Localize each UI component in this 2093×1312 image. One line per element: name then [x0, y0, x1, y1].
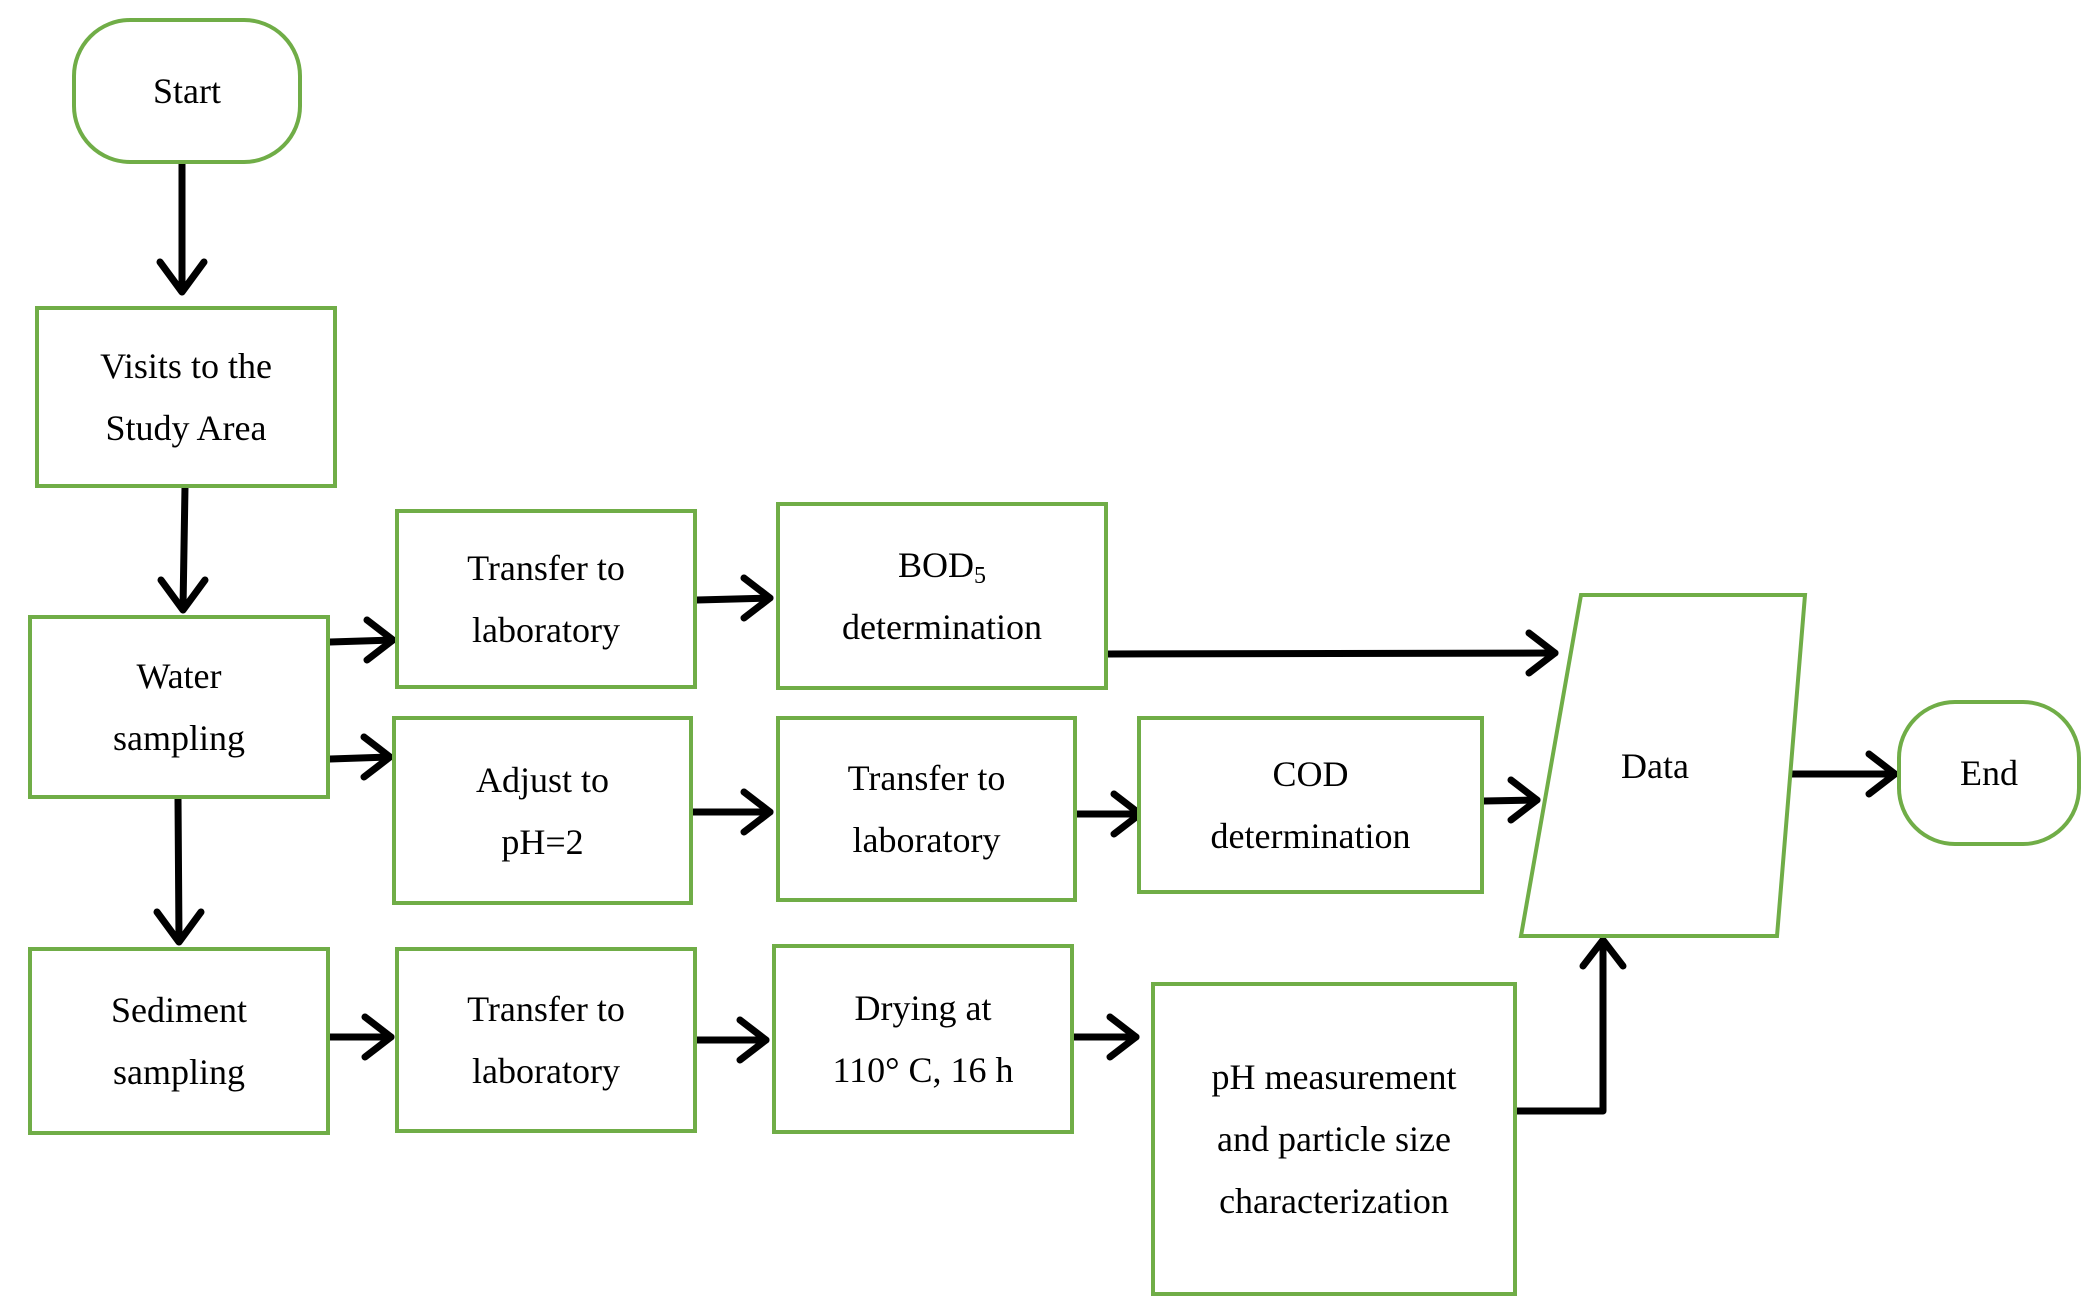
cod-determination-box: COD determination: [1137, 716, 1484, 894]
visits-study-area-box: Visits to the Study Area: [35, 306, 337, 488]
data-label: Data: [1621, 746, 1689, 786]
arrow-water-to-transfer-bod: [326, 636, 397, 646]
arrow-water-to-adjust: [326, 753, 394, 763]
arrowhead: [1525, 629, 1559, 677]
arrowhead: [363, 616, 397, 664]
transfer-cod-line-2: laboratory: [852, 820, 1001, 860]
arrow-visits-to-water: [179, 483, 189, 612]
adjust-line-1: Adjust to: [475, 759, 609, 800]
transfer-lab-bod-box: Transfer to laboratory: [395, 509, 697, 689]
adjust-line-2: pH=2: [501, 821, 584, 862]
cod-line-1: COD: [1272, 754, 1349, 794]
arrow-transfer-to-bod: [693, 594, 774, 604]
arrowhead: [1106, 1013, 1140, 1061]
arrowhead: [1865, 750, 1899, 798]
drying-box: Drying at 110° C, 16 h: [772, 944, 1074, 1134]
transfer-cod-line-1: Transfer to: [847, 758, 1006, 798]
adjust-ph-box: Adjust to pH=2: [392, 716, 693, 905]
end-terminal: End: [1897, 700, 2081, 846]
visits-line-2: Study Area: [105, 408, 267, 448]
arrowhead: [360, 733, 394, 781]
arrowhead: [1507, 776, 1541, 824]
transfer-lab-sediment-box: Transfer to laboratory: [395, 947, 697, 1133]
arrowhead: [157, 576, 209, 614]
water-line-2: sampling: [113, 718, 245, 758]
ph-particle-size-box: pH measurement and particle size charact…: [1151, 982, 1517, 1296]
bod-determination-box: BOD5 determination: [776, 502, 1108, 690]
transfer-sed-line-2: laboratory: [472, 1051, 620, 1091]
arrowhead: [736, 1016, 770, 1064]
end-label: End: [1960, 753, 2018, 793]
start-terminal: Start: [72, 18, 302, 164]
transfer-bod-line-1: Transfer to: [467, 548, 625, 588]
arrowhead: [740, 788, 774, 836]
ph-particle-line-1: pH measurement: [1211, 1057, 1457, 1097]
bod-label: BOD: [897, 545, 974, 585]
transfer-sed-line-1: Transfer to: [467, 989, 625, 1029]
transfer-lab-cod-box: Transfer to laboratory: [776, 716, 1077, 902]
arrow-water-to-sediment: [174, 794, 183, 944]
arrowhead: [153, 908, 205, 946]
water-sampling-box: Water sampling: [28, 615, 330, 799]
arrow-cod-to-data: [1480, 796, 1541, 805]
arrow-bod-to-data: [1104, 649, 1559, 658]
arrowhead: [156, 258, 208, 296]
sediment-line-1: Sediment: [111, 990, 247, 1030]
arrowhead: [1579, 936, 1627, 970]
bod-line-1: BOD5: [898, 534, 986, 596]
ph-particle-line-3: characterization: [1219, 1181, 1449, 1221]
cod-line-2: determination: [1210, 816, 1411, 856]
sediment-sampling-box: Sediment sampling: [28, 947, 330, 1135]
ph-particle-line-2: and particle size: [1217, 1119, 1451, 1159]
arrow-ph-to-data: [1513, 938, 1607, 1115]
transfer-bod-line-2: laboratory: [472, 610, 620, 650]
start-label: Start: [153, 71, 221, 111]
arrowhead: [361, 1013, 395, 1061]
drying-line-2: 110° C, 16 h: [832, 1050, 1014, 1090]
data-parallelogram: [1518, 593, 1808, 938]
arrowhead: [740, 574, 774, 622]
bod-line-2: determination: [842, 607, 1042, 647]
bod-subscript: 5: [974, 563, 986, 589]
sediment-line-2: sampling: [113, 1052, 245, 1092]
water-line-1: Water: [136, 656, 222, 696]
drying-line-1: Drying at: [854, 988, 992, 1028]
visits-line-1: Visits to the: [100, 346, 272, 386]
